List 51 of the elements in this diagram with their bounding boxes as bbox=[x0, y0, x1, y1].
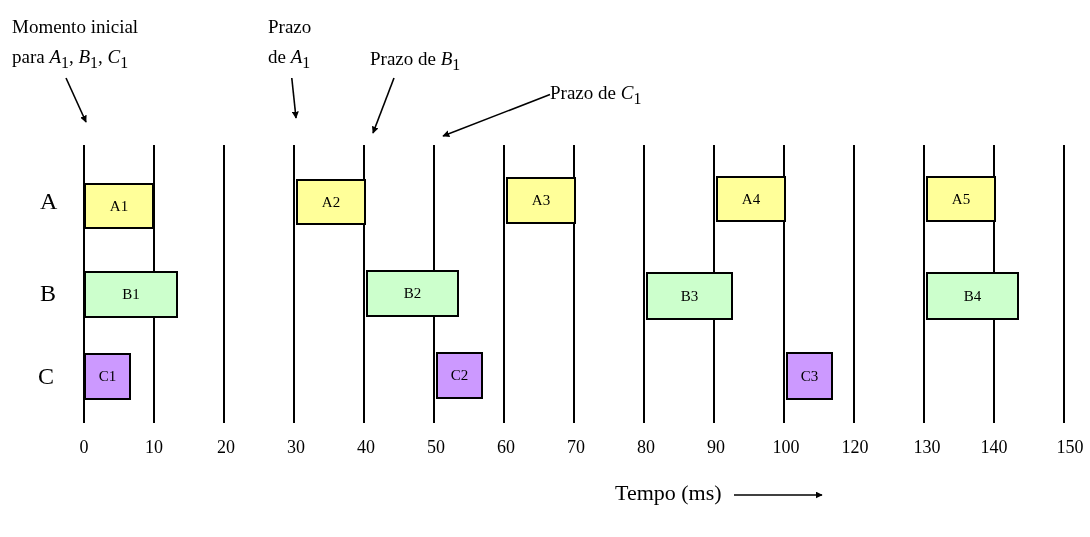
tick-label: 100 bbox=[772, 437, 800, 458]
task-label: C3 bbox=[800, 367, 819, 385]
tick-label: 80 bbox=[637, 437, 655, 458]
task-block bbox=[436, 352, 483, 399]
tick-label: 60 bbox=[497, 437, 515, 458]
leader-arrow bbox=[290, 77, 299, 119]
task-label: B3 bbox=[680, 287, 699, 305]
tick-label: 140 bbox=[980, 437, 1008, 458]
tick-label: 130 bbox=[913, 437, 941, 458]
task-label: B1 bbox=[122, 286, 140, 303]
task-block bbox=[926, 272, 1019, 320]
task-label: C2 bbox=[450, 367, 469, 384]
task-label: A1 bbox=[109, 197, 129, 215]
leader-arrow bbox=[442, 93, 551, 137]
task-block bbox=[786, 352, 833, 400]
tick-label: 150 bbox=[1056, 437, 1084, 458]
task-block bbox=[716, 176, 786, 222]
tick-label: 50 bbox=[427, 437, 445, 458]
row-label: B bbox=[40, 280, 56, 307]
task-block bbox=[296, 179, 366, 225]
task-label: B2 bbox=[403, 285, 422, 302]
annotation-text: Prazo de B$_{1}$ bbox=[370, 44, 490, 74]
tick-label: 40 bbox=[357, 437, 375, 458]
tick-label: 120 bbox=[841, 437, 869, 458]
row-label: C bbox=[38, 363, 54, 390]
task-label: C1 bbox=[98, 368, 117, 385]
task-block bbox=[84, 271, 178, 318]
annotation-text: Prazo de C$_{1}$ bbox=[550, 78, 670, 108]
task-label: A5 bbox=[951, 190, 971, 208]
axis-title: Tempo (ms) bbox=[615, 480, 722, 506]
task-label: B4 bbox=[963, 287, 982, 305]
annotation-text: Prazo de A$_{1}$ bbox=[268, 12, 326, 74]
tick-label: 20 bbox=[217, 437, 235, 458]
task-block bbox=[84, 183, 154, 229]
task-label: A3 bbox=[531, 192, 551, 209]
task-block bbox=[926, 176, 996, 222]
task-block bbox=[646, 272, 733, 320]
tick-label: 70 bbox=[567, 437, 585, 458]
tick-label: 10 bbox=[145, 437, 163, 458]
tick-label: 30 bbox=[287, 437, 305, 458]
task-block bbox=[366, 270, 459, 317]
task-label: A2 bbox=[321, 193, 341, 211]
leader-arrow bbox=[65, 77, 87, 123]
task-label: A4 bbox=[741, 190, 761, 208]
tick-label: 0 bbox=[79, 437, 89, 458]
task-block bbox=[84, 353, 131, 400]
task-block bbox=[506, 177, 576, 224]
row-label: A bbox=[40, 188, 58, 215]
leader-arrow bbox=[372, 77, 395, 134]
annotation-text: Momento inicial para A$_{1}$, B$_{1}$, C$_{1}$ bbox=[12, 12, 162, 74]
tick-label: 90 bbox=[707, 437, 725, 458]
